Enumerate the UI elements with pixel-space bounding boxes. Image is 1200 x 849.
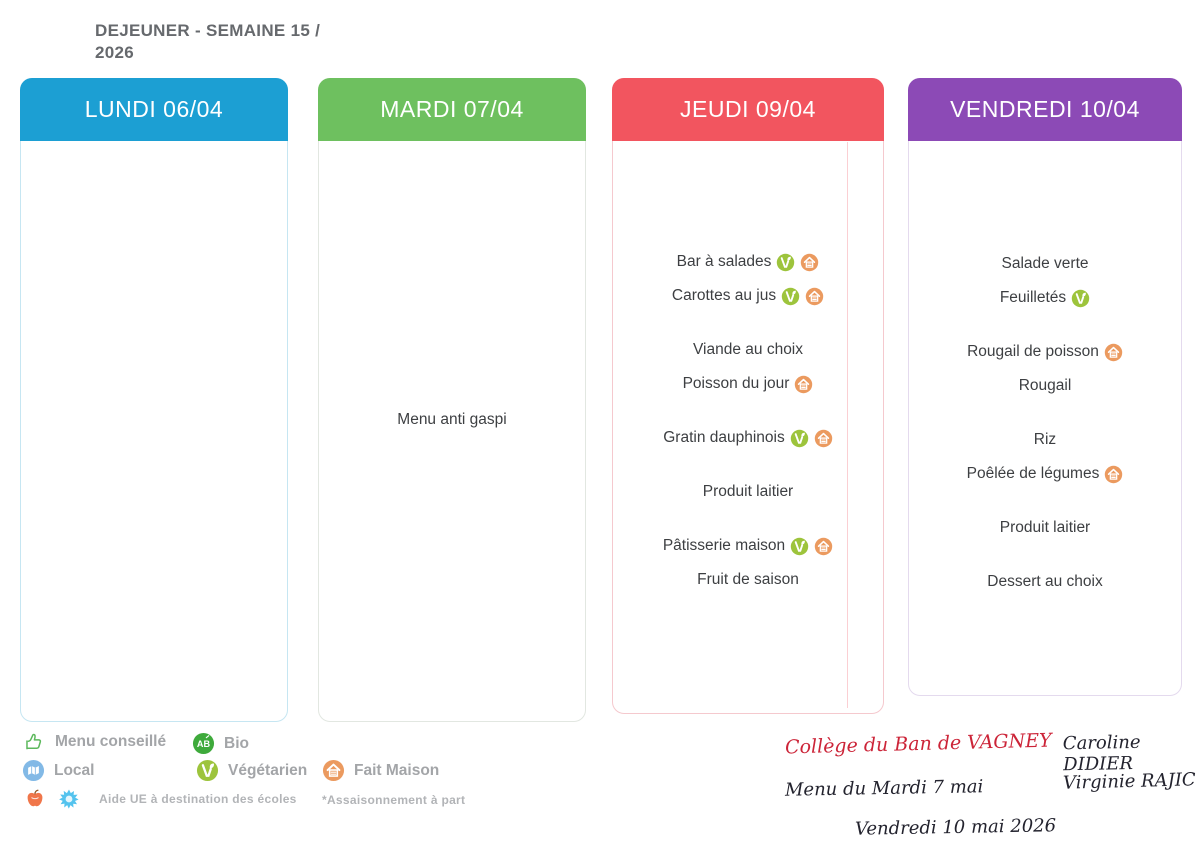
legend-entry-fait-maison: Fait Maison [322, 759, 439, 782]
fait-maison-icon [800, 253, 819, 272]
menu-item-label: Poisson du jour [682, 375, 790, 392]
menu-course-group: Dessert au choix [909, 565, 1181, 599]
page-title: DEJEUNER - SEMAINE 15 / 2026 [95, 20, 320, 64]
menu-item-label: Dessert au choix [987, 573, 1103, 590]
legend-entry-local: Local [22, 759, 94, 782]
menu-item: Gratin dauphinois [613, 421, 883, 455]
scan-artifact-line [847, 142, 848, 708]
menu-item-label: Rougail de poisson [967, 343, 1099, 360]
day-header: MARDI 07/04 [318, 78, 586, 141]
legend-label: Menu conseillé [55, 732, 167, 750]
day-header: LUNDI 06/04 [20, 78, 288, 141]
fait-maison-icon [1104, 343, 1123, 362]
menu-item: Rougail de poisson [909, 335, 1181, 369]
menu-item-label: Carottes au jus [671, 287, 777, 304]
fait-maison-icon [814, 537, 833, 556]
handwritten-date-line: Vendredi 10 mai 2026 [854, 815, 1057, 840]
menu-item: Menu anti gaspi [319, 403, 585, 437]
menu-item: Pâtisserie maison [613, 529, 883, 563]
menu-item: Viande au choix [613, 333, 883, 367]
legend-label: Fait Maison [354, 761, 440, 779]
vegetarian-icon [196, 759, 219, 782]
menu-item: Poisson du jour [613, 367, 883, 401]
vegetarian-icon [781, 287, 800, 306]
thumbs-up-icon [23, 730, 46, 753]
menu-item-label: Produit laitier [702, 483, 794, 500]
fait-maison-icon [805, 287, 824, 306]
menu-item-label: Poêlée de légumes [966, 465, 1100, 482]
menu-item-label: Bar à salades [676, 253, 772, 270]
day-menu-list: Menu anti gaspi [319, 141, 585, 437]
legend-eu-aid-row: Aide UE à destination des écoles [23, 787, 297, 811]
menu-item: Bar à salades [613, 245, 883, 279]
menu-item: Dessert au choix [909, 565, 1181, 599]
menu-item-label: Produit laitier [999, 519, 1091, 536]
menu-item-label: Gratin dauphinois [663, 429, 785, 446]
menu-item-label: Riz [1033, 431, 1057, 448]
fait-maison-icon [1104, 465, 1123, 484]
menu-item-label: Viande au choix [692, 341, 804, 358]
menu-item-label: Menu anti gaspi [397, 411, 507, 428]
fruit-icon [23, 787, 47, 811]
menu-item: Produit laitier [613, 475, 883, 509]
handwritten-school-name: Collège du Ban de VAGNEY [784, 729, 1052, 759]
vegetarian-icon [790, 537, 809, 556]
bio-icon: AB [192, 732, 215, 755]
day-card-lundi: LUNDI 06/04 [20, 78, 288, 722]
legend-label: Bio [224, 734, 249, 752]
fait-maison-icon [322, 759, 345, 782]
milk-icon [57, 787, 81, 811]
vegetarian-icon [790, 429, 809, 448]
menu-course-group: Gratin dauphinois [613, 421, 883, 455]
menu-item-label: Salade verte [1001, 255, 1089, 272]
local-icon [22, 759, 45, 782]
legend-label: Végétarien [228, 761, 308, 779]
page-title-line2: 2026 [95, 43, 135, 62]
menu-item-label: Fruit de saison [697, 571, 799, 588]
menu-item: Carottes au jus [613, 279, 883, 313]
menu-item-label: Rougail [1018, 377, 1072, 394]
handwritten-signature-2: Virginie RAJIC [1062, 769, 1196, 794]
menu-item: Feuilletés [909, 281, 1181, 315]
fait-maison-icon [814, 429, 833, 448]
legend-entry-végétarien: Végétarien [196, 759, 307, 782]
menu-item: Poêlée de légumes [909, 457, 1181, 491]
menu-item: Riz [909, 423, 1181, 457]
handwritten-signature-1: Caroline DIDIER [1062, 731, 1141, 776]
legend-eu-aid-label: Aide UE à destination des écoles [99, 792, 297, 806]
menu-item-label: Pâtisserie maison [662, 537, 786, 554]
legend-entry-menu-conseillé: Menu conseillé [23, 730, 166, 753]
day-header: JEUDI 09/04 [612, 78, 884, 141]
svg-text:AB: AB [197, 739, 211, 749]
legend-entry-bio: AB Bio [192, 732, 249, 755]
menu-item: Rougail [909, 369, 1181, 403]
handwritten-menu-line: Menu du Mardi 7 mai [784, 776, 984, 801]
vegetarian-icon [1071, 289, 1090, 308]
legend-label: Local [54, 761, 95, 779]
menu-course-group: Produit laitier [613, 475, 883, 509]
page-title-line1: DEJEUNER - SEMAINE 15 / [95, 21, 321, 40]
legend-note: *Assaisonnement à part [322, 793, 466, 807]
day-header: VENDREDI 10/04 [908, 78, 1182, 141]
menu-course-group: Produit laitier [909, 511, 1181, 545]
menu-item-label: Feuilletés [999, 289, 1067, 306]
vegetarian-icon [776, 253, 795, 272]
menu-item: Produit laitier [909, 511, 1181, 545]
menu-item: Fruit de saison [613, 563, 883, 597]
fait-maison-icon [794, 375, 813, 394]
menu-course-group: Menu anti gaspi [319, 403, 585, 437]
menu-item: Salade verte [909, 247, 1181, 281]
